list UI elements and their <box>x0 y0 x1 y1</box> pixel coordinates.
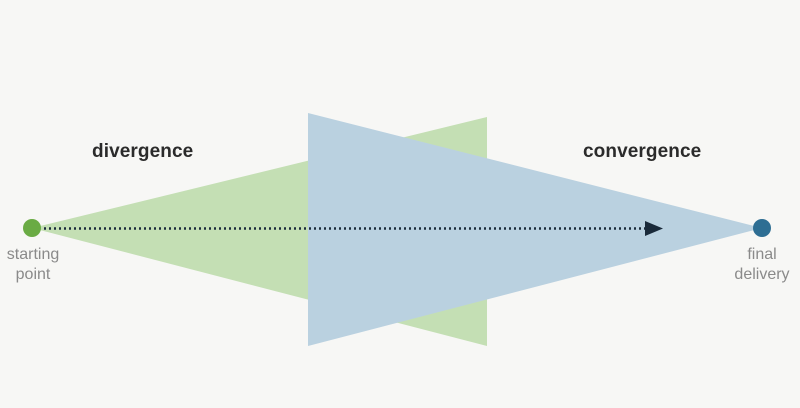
process-arrow-head <box>645 221 663 236</box>
divergence-label: divergence <box>92 141 194 162</box>
starting-point-label: starting point <box>6 246 60 283</box>
convergence-label: convergence <box>583 141 702 162</box>
starting-point-node <box>23 219 41 237</box>
final-delivery-node <box>753 219 771 237</box>
final-delivery-label: final delivery <box>734 246 790 283</box>
